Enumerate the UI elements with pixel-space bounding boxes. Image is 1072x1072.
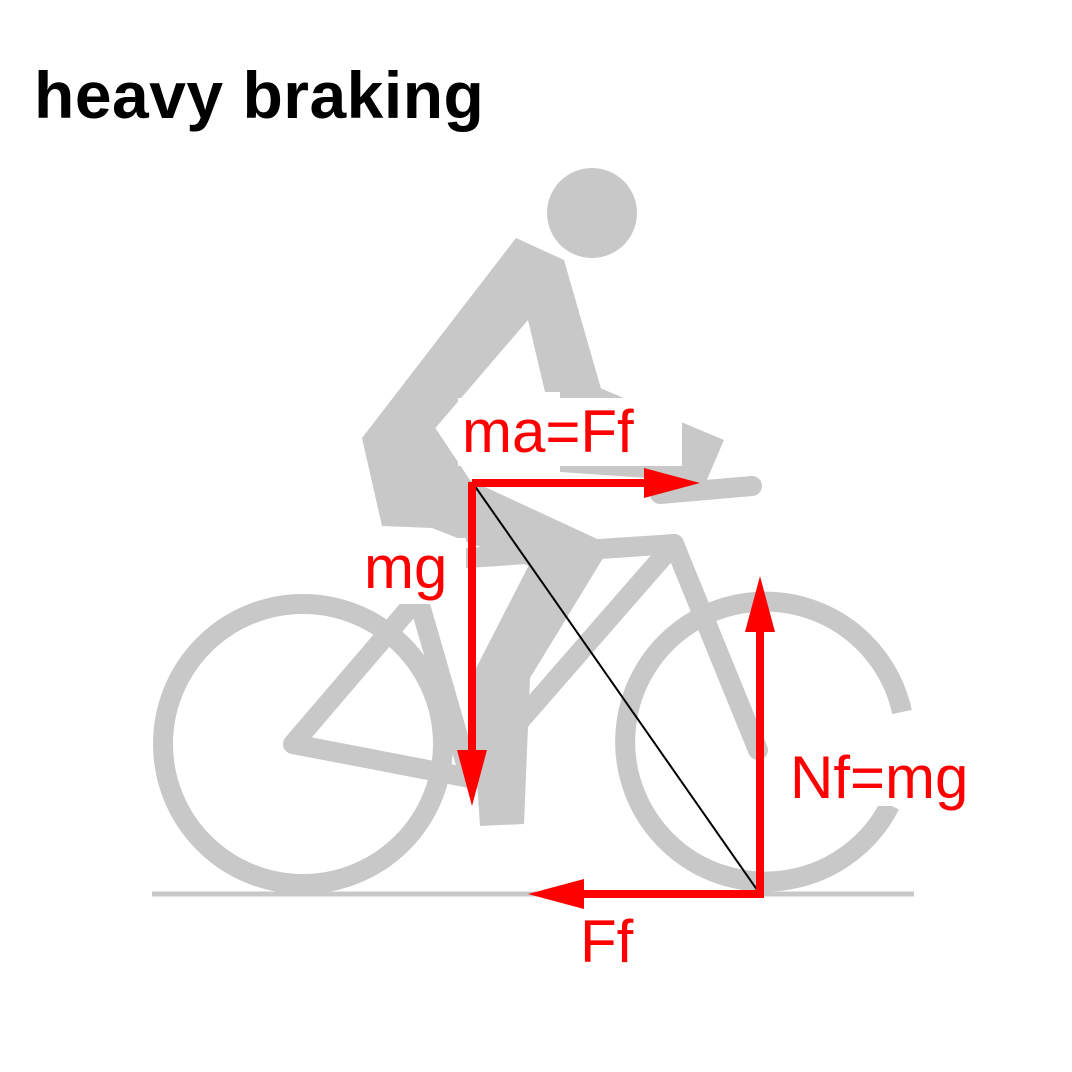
inertia-label: ma=Ff: [462, 398, 634, 465]
diagram-title: heavy braking: [34, 58, 485, 132]
rider-head: [547, 168, 637, 258]
friction-arrow: [528, 879, 764, 909]
rear-wheel: [153, 594, 453, 894]
normal-force-arrow: [745, 576, 775, 898]
inertia-label-background: [458, 398, 682, 466]
normal-force-label: Nf=mg: [790, 744, 968, 811]
resultant-line: [471, 481, 761, 895]
weight-label: mg: [364, 534, 447, 601]
weight-arrow: [457, 482, 487, 806]
normal-force-label-background: [786, 738, 1012, 806]
front-wheel: [615, 591, 912, 892]
cyclist-silhouette: [152, 168, 914, 897]
weight-label-background: [362, 538, 466, 604]
rider-leg: [470, 520, 608, 826]
force-vectors: [457, 468, 775, 909]
inertia-arrow: [472, 468, 700, 498]
rider-torso: [362, 238, 602, 446]
friction-label: Ff: [580, 908, 634, 975]
